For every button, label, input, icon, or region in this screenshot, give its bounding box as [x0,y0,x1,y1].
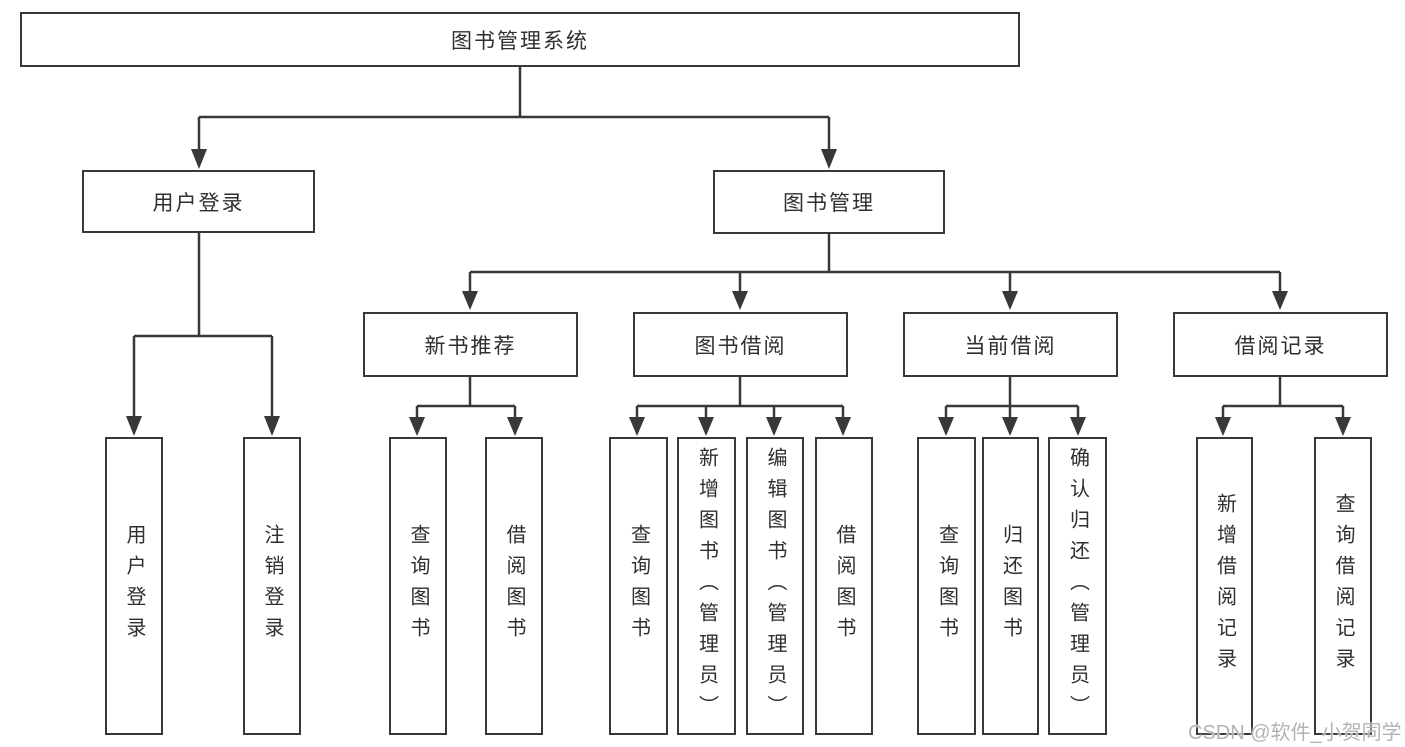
leaf-query-books-current: 查询图书 [917,437,976,735]
leaf-return-books: 归还图书 [982,437,1039,735]
node-book-management: 图书管理 [713,170,945,234]
node-label: 图书管理 [783,192,875,215]
node-label: 图书管理系统 [451,29,589,53]
connector-user-login-children [126,233,280,436]
leaf-label: 借阅图书 [833,524,855,648]
leaf-label: 借阅图书 [503,524,525,648]
node-borrow-record: 借阅记录 [1173,312,1388,377]
node-book-borrow: 图书借阅 [633,312,848,377]
node-label: 当前借阅 [964,334,1057,358]
connector-current-borrow-children [938,377,1086,436]
node-current-borrow: 当前借阅 [903,312,1118,377]
leaf-confirm-return-admin: 确认归还（管理员） [1048,437,1107,735]
leaf-query-books-recommend: 查询图书 [389,437,447,735]
leaf-logout: 注销登录 [243,437,301,735]
leaf-add-borrow-record: 新增借阅记录 [1196,437,1253,735]
connector-borrow-record-children [1215,377,1351,436]
csdn-watermark: CSDN @软件_小贺同学 [1188,722,1402,744]
leaf-label: 查询图书 [627,524,650,648]
node-label: 用户登录 [152,191,245,215]
node-label: 新书推荐 [424,334,517,358]
leaf-query-books-borrow: 查询图书 [609,437,668,735]
leaf-label: 查询图书 [935,524,958,648]
node-label: 借阅记录 [1234,334,1327,358]
leaf-label: 新增借阅记录 [1213,493,1236,679]
leaf-label: 确认归还（管理员） [1066,446,1089,726]
leaf-borrow-books: 借阅图书 [815,437,873,735]
leaf-borrow-books-recommend: 借阅图书 [485,437,543,735]
node-library-management-system: 图书管理系统 [20,12,1020,67]
connector-root-to-level2 [191,67,837,169]
connector-book-management-children [462,234,1288,310]
connector-new-book-recommend-children [409,377,523,436]
leaf-user-login: 用户登录 [105,437,163,735]
leaf-label: 新增图书（管理员） [695,446,718,726]
leaf-label: 注销登录 [261,524,283,648]
leaf-label: 查询借阅记录 [1332,493,1354,679]
connector-book-borrow-children [629,377,851,436]
node-user-login: 用户登录 [82,170,315,233]
leaf-edit-books-admin: 编辑图书（管理员） [746,437,804,735]
leaf-label: 编辑图书（管理员） [764,446,786,726]
leaf-label: 查询图书 [407,524,429,648]
leaf-label: 归还图书 [999,524,1022,648]
leaf-add-books-admin: 新增图书（管理员） [677,437,736,735]
node-label: 图书借阅 [694,334,787,358]
leaf-label: 用户登录 [123,524,145,648]
leaf-query-borrow-record: 查询借阅记录 [1314,437,1372,735]
node-new-book-recommend: 新书推荐 [363,312,578,377]
